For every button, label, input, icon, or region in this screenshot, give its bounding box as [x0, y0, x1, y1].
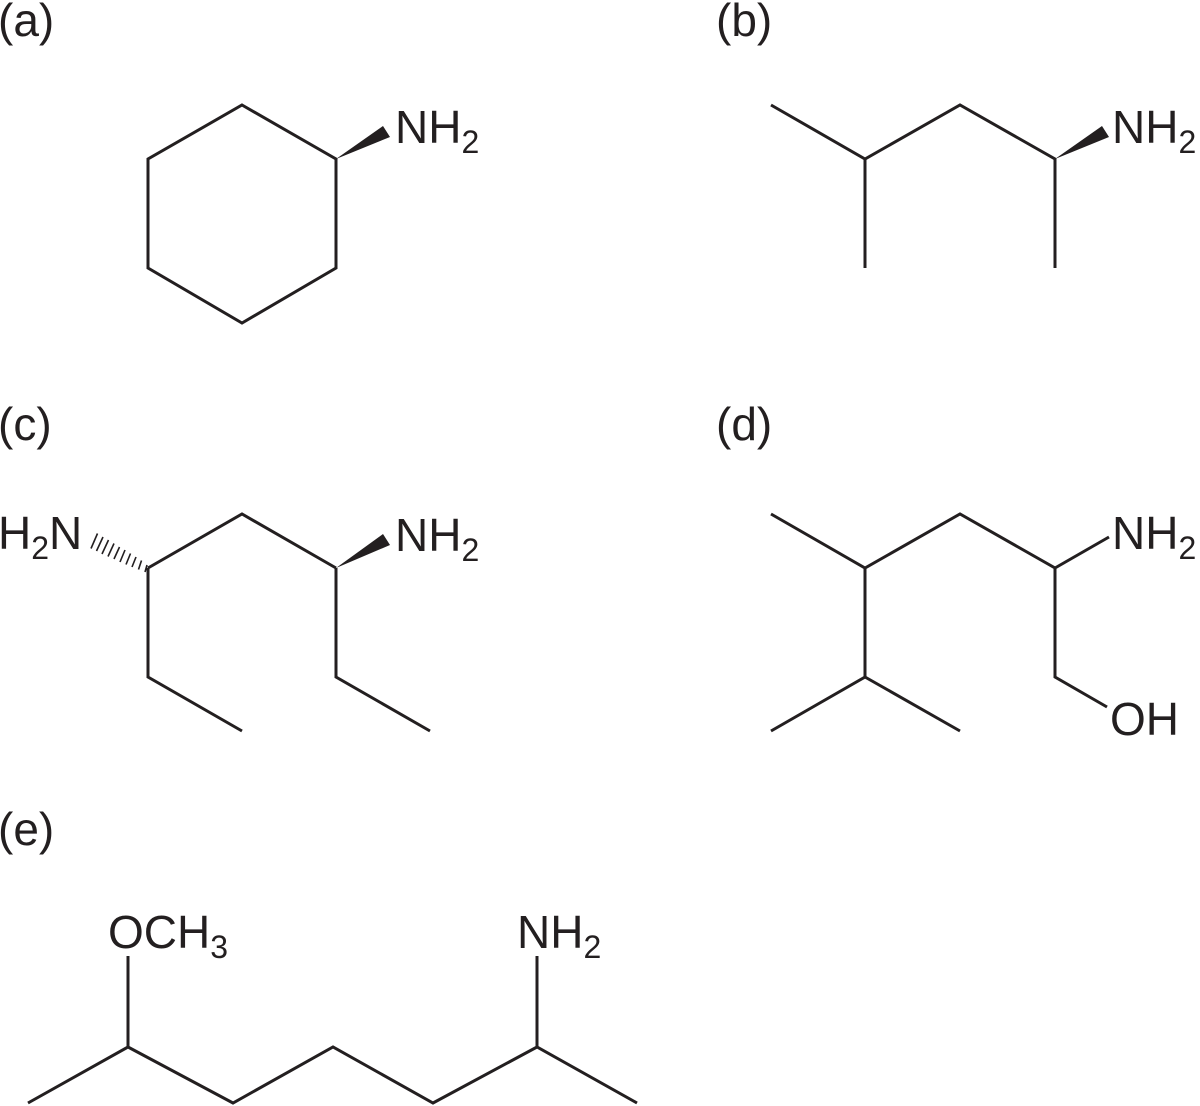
- panel-d-caption: (d): [716, 398, 772, 450]
- panel-c-caption: (c): [0, 398, 52, 450]
- wedge-bond: [336, 534, 390, 568]
- cyclohexane-ring: [146, 103, 338, 325]
- amine-bond: [1054, 535, 1110, 570]
- panel-d: (d) NH2 OH: [716, 398, 1196, 745]
- amine-label: NH2: [1112, 101, 1196, 160]
- panel-e: (e) OCH3 NH2: [0, 803, 638, 1105]
- amine-label: NH2: [395, 101, 479, 160]
- carbon-chain: [27, 1045, 638, 1105]
- panel-b-caption: (b): [716, 0, 772, 46]
- ethyl-right: [334, 568, 431, 733]
- wedge-bond: [336, 126, 390, 159]
- amine-label: NH2: [517, 906, 601, 965]
- hydroxyl-label: OH: [1110, 693, 1179, 745]
- panel-a: (a) NH2: [0, 0, 479, 325]
- carbon-chain: [147, 512, 337, 570]
- wedge-bond: [1055, 126, 1109, 159]
- panel-e-caption: (e): [0, 803, 54, 855]
- panel-b: (b) NH2: [716, 0, 1196, 268]
- panel-a-caption: (a): [0, 0, 54, 46]
- panel-c: (c) H2N NH2: [0, 398, 479, 733]
- ethyl-left: [146, 568, 243, 733]
- amine-right-label: NH2: [395, 509, 479, 568]
- methoxy-label: OCH3: [108, 906, 228, 965]
- isopropyl-methyl: [864, 675, 961, 733]
- hashed-wedge-bond: [90, 533, 148, 573]
- amine-left-label: H2N: [0, 507, 82, 566]
- amine-label: NH2: [1112, 507, 1196, 566]
- carbon-chain: [770, 512, 1108, 709]
- carbon-chain: [770, 103, 1057, 268]
- isopropyl-branch: [770, 568, 867, 733]
